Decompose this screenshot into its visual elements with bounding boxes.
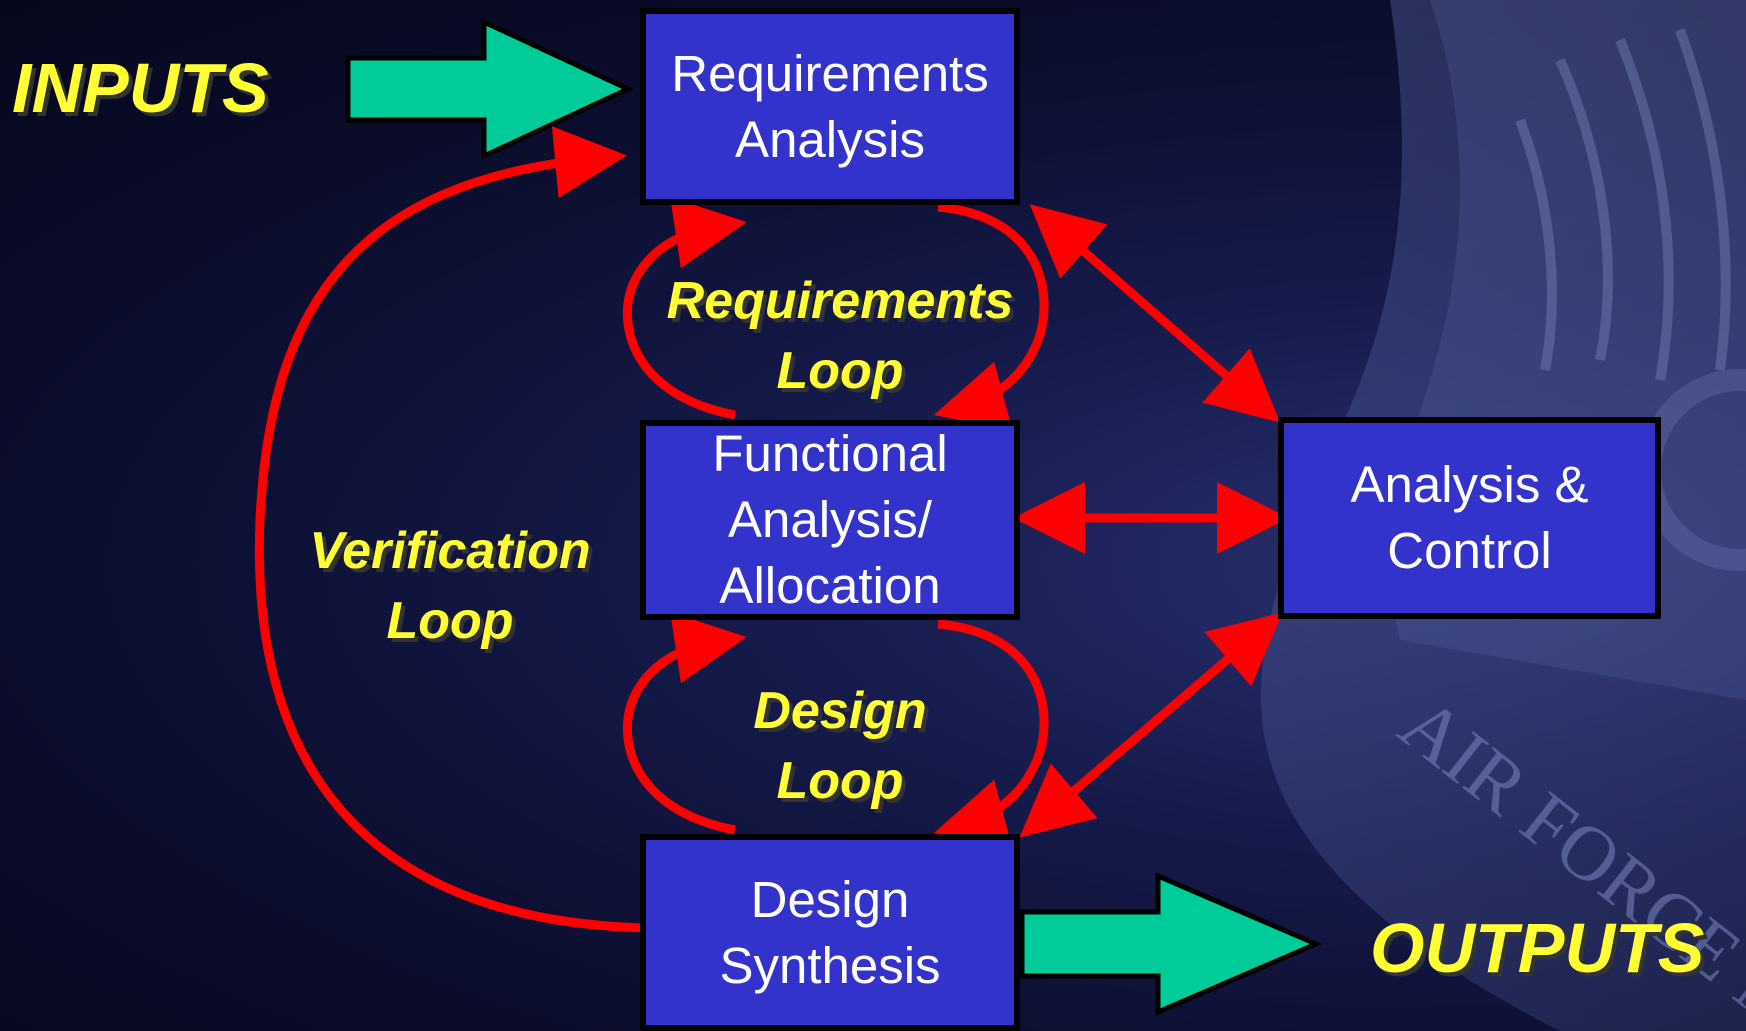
verification-loop-label: Verification Loop bbox=[290, 516, 610, 656]
outputs-arrow bbox=[1019, 872, 1323, 1016]
functional-analysis-box: Functional Analysis/ Allocation bbox=[640, 420, 1020, 620]
analysis-control-line-1: Analysis & bbox=[1350, 456, 1589, 513]
outputs-label: OUTPUTS bbox=[1370, 908, 1704, 988]
design-loop-up-arrow bbox=[622, 612, 747, 835]
design-analysis-control-arrow bbox=[1019, 612, 1283, 838]
requirements-loop-up-arrow bbox=[622, 197, 747, 420]
design-loop-label: Design Loop bbox=[640, 676, 1040, 816]
verification-loop-line-2: Loop bbox=[386, 592, 514, 650]
functional-analysis-line-1: Functional bbox=[712, 425, 948, 482]
verification-loop-arrow bbox=[254, 126, 646, 933]
inputs-arrow bbox=[345, 18, 634, 160]
functional-analysis-line-2: Analysis/ bbox=[727, 491, 933, 548]
design-synthesis-box: Design Synthesis bbox=[640, 834, 1020, 1031]
requirements-loop-label: Requirements Loop bbox=[640, 266, 1040, 406]
requirements-analysis-line-2: Analysis bbox=[735, 110, 925, 168]
functional-analysis-line-3: Allocation bbox=[719, 557, 941, 614]
design-loop-line-1: Design bbox=[753, 682, 927, 740]
inputs-label: INPUTS bbox=[12, 48, 269, 128]
analysis-control-line-2: Control bbox=[1387, 522, 1552, 579]
design-loop-line-2: Loop bbox=[776, 752, 904, 810]
requirements-analysis-line-1: Requirements bbox=[671, 44, 989, 102]
requirements-loop-line-2: Loop bbox=[776, 342, 904, 400]
req-analysis-control-arrow bbox=[1029, 204, 1281, 423]
design-synthesis-line-2: Synthesis bbox=[719, 936, 941, 994]
outputs-label-text: OUTPUTS bbox=[1370, 909, 1705, 987]
requirements-analysis-box: Requirements Analysis bbox=[640, 8, 1020, 205]
requirements-loop-line-1: Requirements bbox=[666, 272, 1014, 330]
inputs-label-text: INPUTS bbox=[12, 49, 269, 127]
verification-loop-line-1: Verification bbox=[309, 522, 591, 580]
design-synthesis-line-1: Design bbox=[750, 870, 910, 928]
analysis-control-box: Analysis & Control bbox=[1278, 417, 1661, 619]
